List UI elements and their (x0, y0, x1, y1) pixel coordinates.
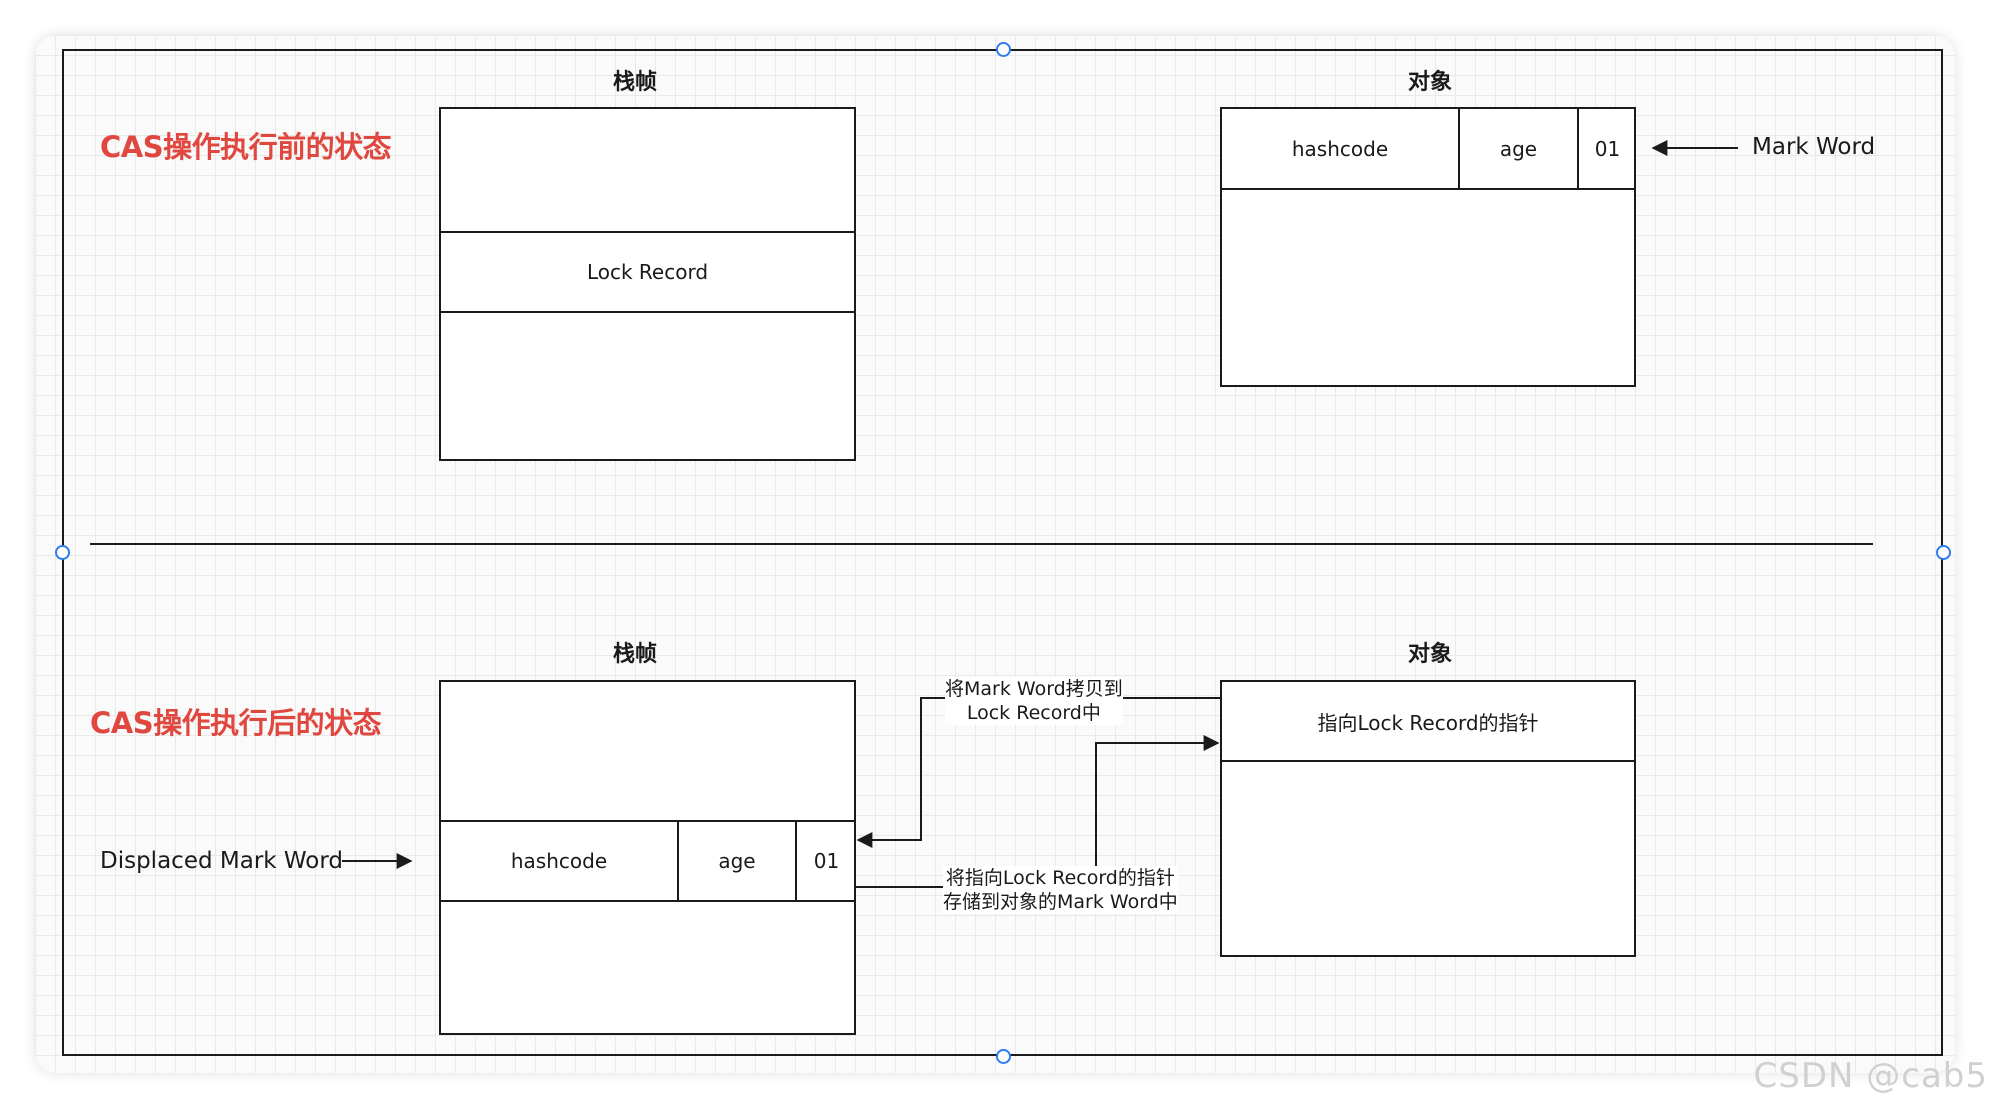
store-note-line-1: 将指向Lock Record的指针 (945, 867, 1175, 889)
copy-note-line-2: Lock Record中 (966, 702, 1101, 724)
top-object-mark-word-divider (1220, 188, 1636, 190)
store-note-line-2: 存储到对象的Mark Word中 (943, 891, 1178, 913)
resize-handle-top[interactable] (996, 42, 1011, 57)
resize-handle-bottom[interactable] (996, 1049, 1011, 1064)
copy-mark-word-note: 将Mark Word拷贝到 Lock Record中 (945, 677, 1123, 725)
top-stack-divider-2 (439, 311, 856, 313)
store-pointer-note: 将指向Lock Record的指针 存储到对象的Mark Word中 (943, 866, 1178, 914)
bottom-stack-divider-2 (439, 900, 856, 902)
after-state-title: CAS操作执行后的状态 (90, 706, 382, 740)
top-lock-record-cell[interactable]: Lock Record (586, 259, 709, 284)
top-age-cell[interactable]: age (1499, 136, 1538, 161)
bottom-object[interactable] (1220, 680, 1636, 957)
top-object-col-divider-1 (1458, 107, 1460, 189)
before-state-title: CAS操作执行前的状态 (100, 130, 392, 164)
top-object-col-divider-2 (1577, 107, 1579, 189)
resize-handle-left[interactable] (55, 545, 70, 560)
bottom-object-mark-word-divider (1220, 760, 1636, 762)
copy-note-line-1: 将Mark Word拷贝到 (945, 678, 1123, 700)
bottom-stack-frame[interactable] (439, 680, 856, 1035)
resize-handle-right[interactable] (1936, 545, 1951, 560)
bottom-stack-frame-title: 栈帧 (612, 642, 657, 667)
bottom-stack-divider-1 (439, 820, 856, 822)
top-stack-divider-1 (439, 231, 856, 233)
bottom-flag-cell[interactable]: 01 (813, 849, 840, 873)
bottom-age-cell[interactable]: age (718, 849, 756, 873)
top-object-title: 对象 (1407, 70, 1452, 95)
bottom-stack-col-divider-2 (795, 820, 797, 902)
mark-word-label: Mark Word (1752, 134, 1876, 160)
displaced-mark-word-label: Displaced Mark Word (100, 848, 344, 874)
bottom-pointer-cell[interactable]: 指向Lock Record的指针 (1317, 710, 1539, 735)
bottom-object-title: 对象 (1407, 642, 1452, 667)
top-hashcode-cell[interactable]: hashcode (1291, 136, 1389, 161)
top-object[interactable] (1220, 107, 1636, 387)
bottom-hashcode-cell[interactable]: hashcode (510, 849, 608, 873)
section-divider (90, 543, 1873, 545)
top-stack-frame[interactable] (439, 107, 856, 461)
top-flag-cell[interactable]: 01 (1594, 136, 1621, 161)
bottom-stack-col-divider-1 (677, 820, 679, 902)
csdn-watermark: CSDN @cab5 (1753, 1056, 1988, 1096)
top-stack-frame-title: 栈帧 (612, 70, 657, 95)
